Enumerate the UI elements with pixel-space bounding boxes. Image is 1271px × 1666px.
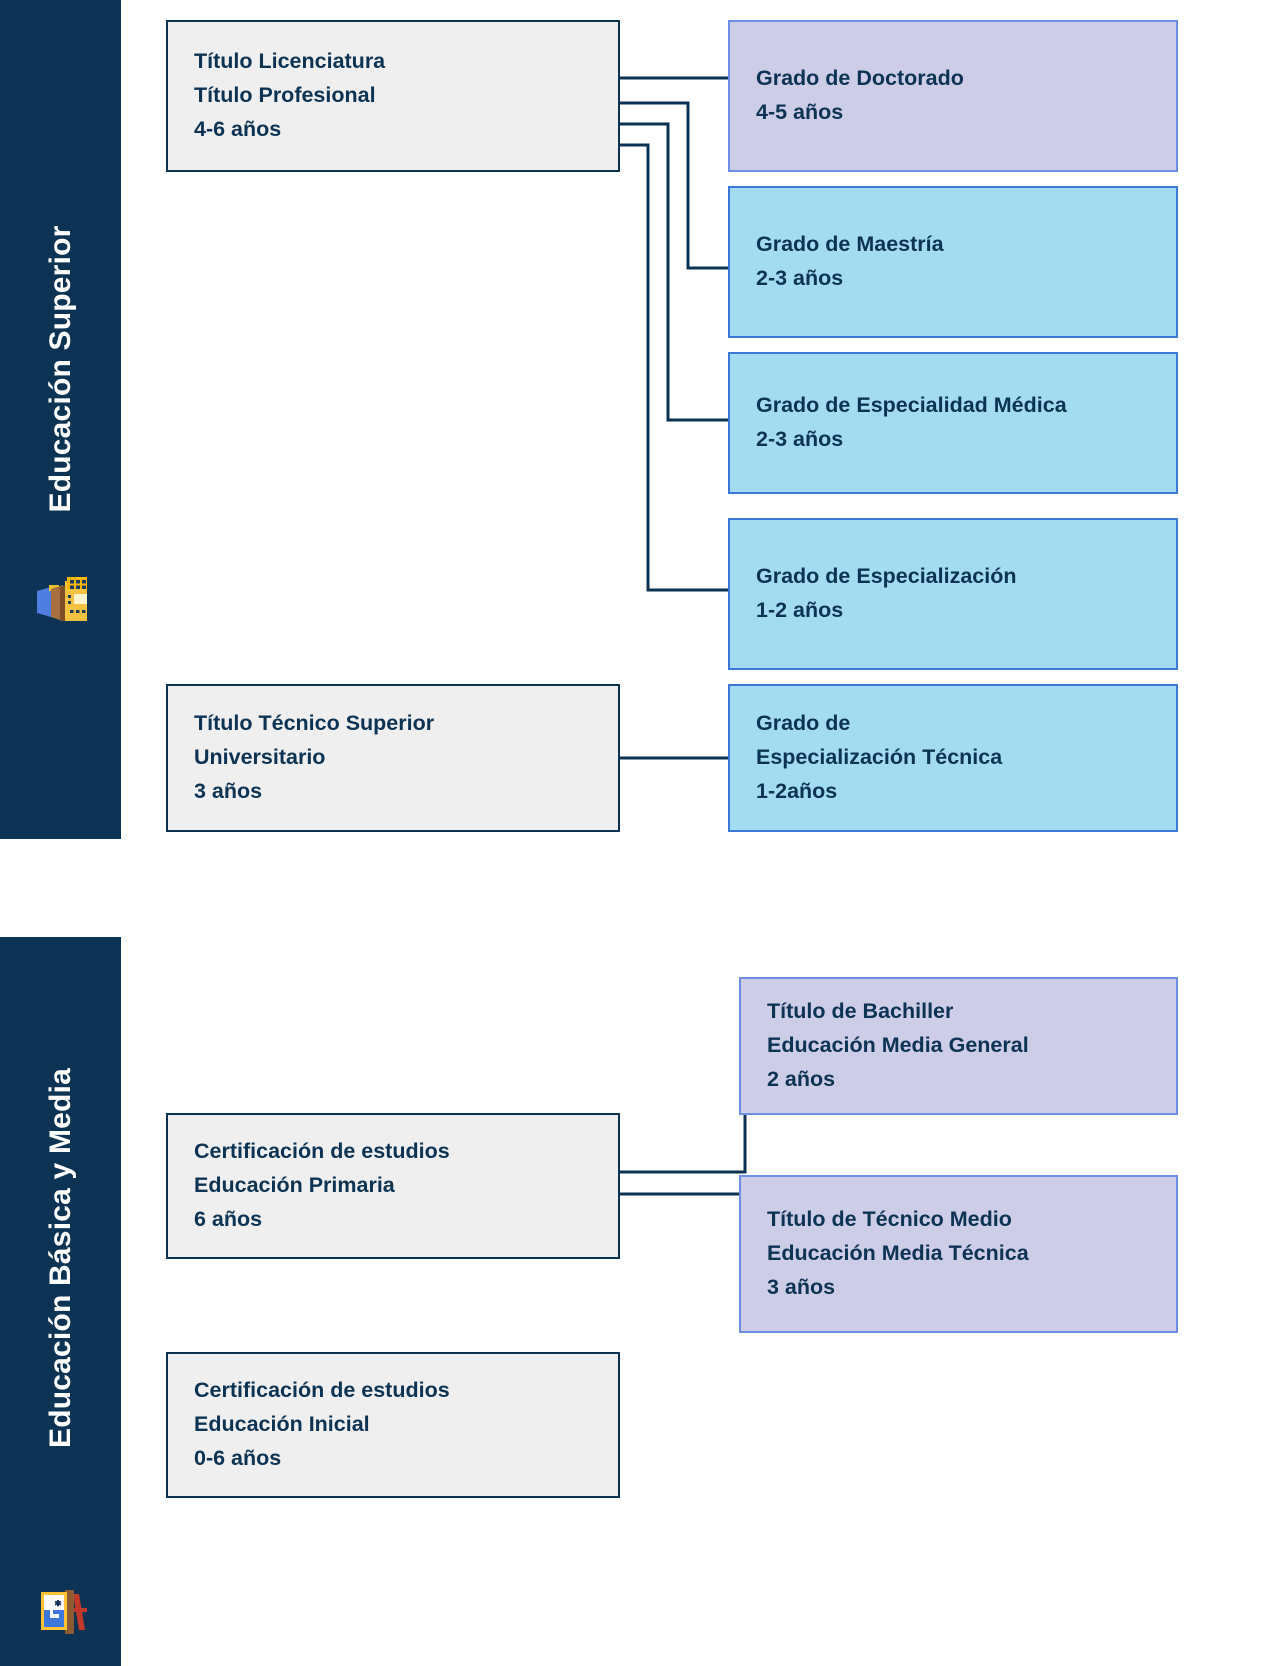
node-line: Certificación de estudios: [194, 1139, 450, 1164]
section-label-educacion-basica-media: Educación Básica y Media: [43, 1067, 77, 1448]
node-line: 2-3 años: [756, 266, 844, 290]
edge-licenciatura-especializacion: [618, 143, 728, 592]
node-line: 4-5 años: [756, 100, 844, 124]
node-line: Educación Primaria: [194, 1173, 395, 1198]
section-rail-educacion-basica-media: Educación Básica y Media: [0, 937, 121, 1666]
node-titulo-licenciatura[interactable]: Título Licenciatura Título Profesional 4…: [166, 20, 620, 172]
node-line: Grado de Especialidad Médica: [756, 393, 1067, 418]
node-grado-especializacion[interactable]: Grado de Especialización 1-2 años: [728, 518, 1178, 670]
node-grado-especialidad-medica[interactable]: Grado de Especialidad Médica 2-3 años: [728, 352, 1178, 494]
node-grado-especializacion-tecnica[interactable]: Grado de Especialización Técnica 1-2años: [728, 684, 1178, 832]
node-titulo-bachiller[interactable]: Título de Bachiller Educación Media Gene…: [739, 977, 1178, 1115]
node-line: Grado de Especialización: [756, 564, 1017, 589]
node-line: Certificación de estudios: [194, 1378, 450, 1403]
node-line: 3 años: [767, 1274, 836, 1299]
section-label-educacion-superior: Educación Superior: [43, 225, 77, 513]
node-certificacion-primaria[interactable]: Certificación de estudios Educación Prim…: [166, 1113, 620, 1259]
node-line: Título Profesional: [194, 83, 376, 108]
node-titulo-tecnico-superior[interactable]: Título Técnico Superior Universitario 3 …: [166, 684, 620, 832]
node-line: Título de Técnico Medio: [767, 1207, 1012, 1232]
section-rail-educacion-superior: Educación Superior: [0, 0, 121, 839]
node-line: Educación Media Técnica: [767, 1241, 1029, 1266]
node-line: Especialización Técnica: [756, 745, 1003, 770]
node-certificacion-inicial[interactable]: Certificación de estudios Educación Inic…: [166, 1352, 620, 1498]
node-grado-maestria[interactable]: Grado de Maestría 2-3 años: [728, 186, 1178, 338]
node-line: 6 años: [194, 1206, 263, 1231]
edge-licenciatura-especialidad-medica: [618, 122, 728, 422]
node-line: Título de Bachiller: [767, 999, 954, 1024]
node-line: 3 años: [194, 778, 263, 803]
node-titulo-tecnico-medio[interactable]: Título de Técnico Medio Educación Media …: [739, 1175, 1178, 1333]
node-line: Educación Inicial: [194, 1412, 370, 1437]
edge-primaria-tecnico-medio: [620, 1192, 747, 1257]
node-line: Grado de Doctorado: [756, 66, 964, 91]
node-line: 4-6 años: [194, 116, 282, 141]
node-line: Título Técnico Superior: [194, 711, 435, 736]
node-line: Grado de Maestría: [756, 232, 944, 257]
university-building-icon: [36, 577, 87, 621]
node-line: 2-3 años: [756, 427, 844, 451]
node-grado-doctorado[interactable]: Grado de Doctorado 4-5 años: [728, 20, 1178, 172]
node-line: 1-2 años: [756, 598, 844, 622]
node-line: Educación Media General: [767, 1033, 1029, 1058]
node-line: Grado de: [756, 711, 851, 736]
edge-primaria-bachiller: [620, 1044, 747, 1174]
node-line: 1-2años: [756, 778, 838, 803]
node-line: Título Licenciatura: [194, 49, 386, 74]
node-line: 2 años: [767, 1066, 836, 1091]
edge-licenciatura-maestria: [618, 101, 728, 270]
node-line: 0-6 años: [194, 1445, 282, 1470]
node-line: Universitario: [194, 745, 326, 770]
school-classroom-icon: [40, 1590, 87, 1634]
